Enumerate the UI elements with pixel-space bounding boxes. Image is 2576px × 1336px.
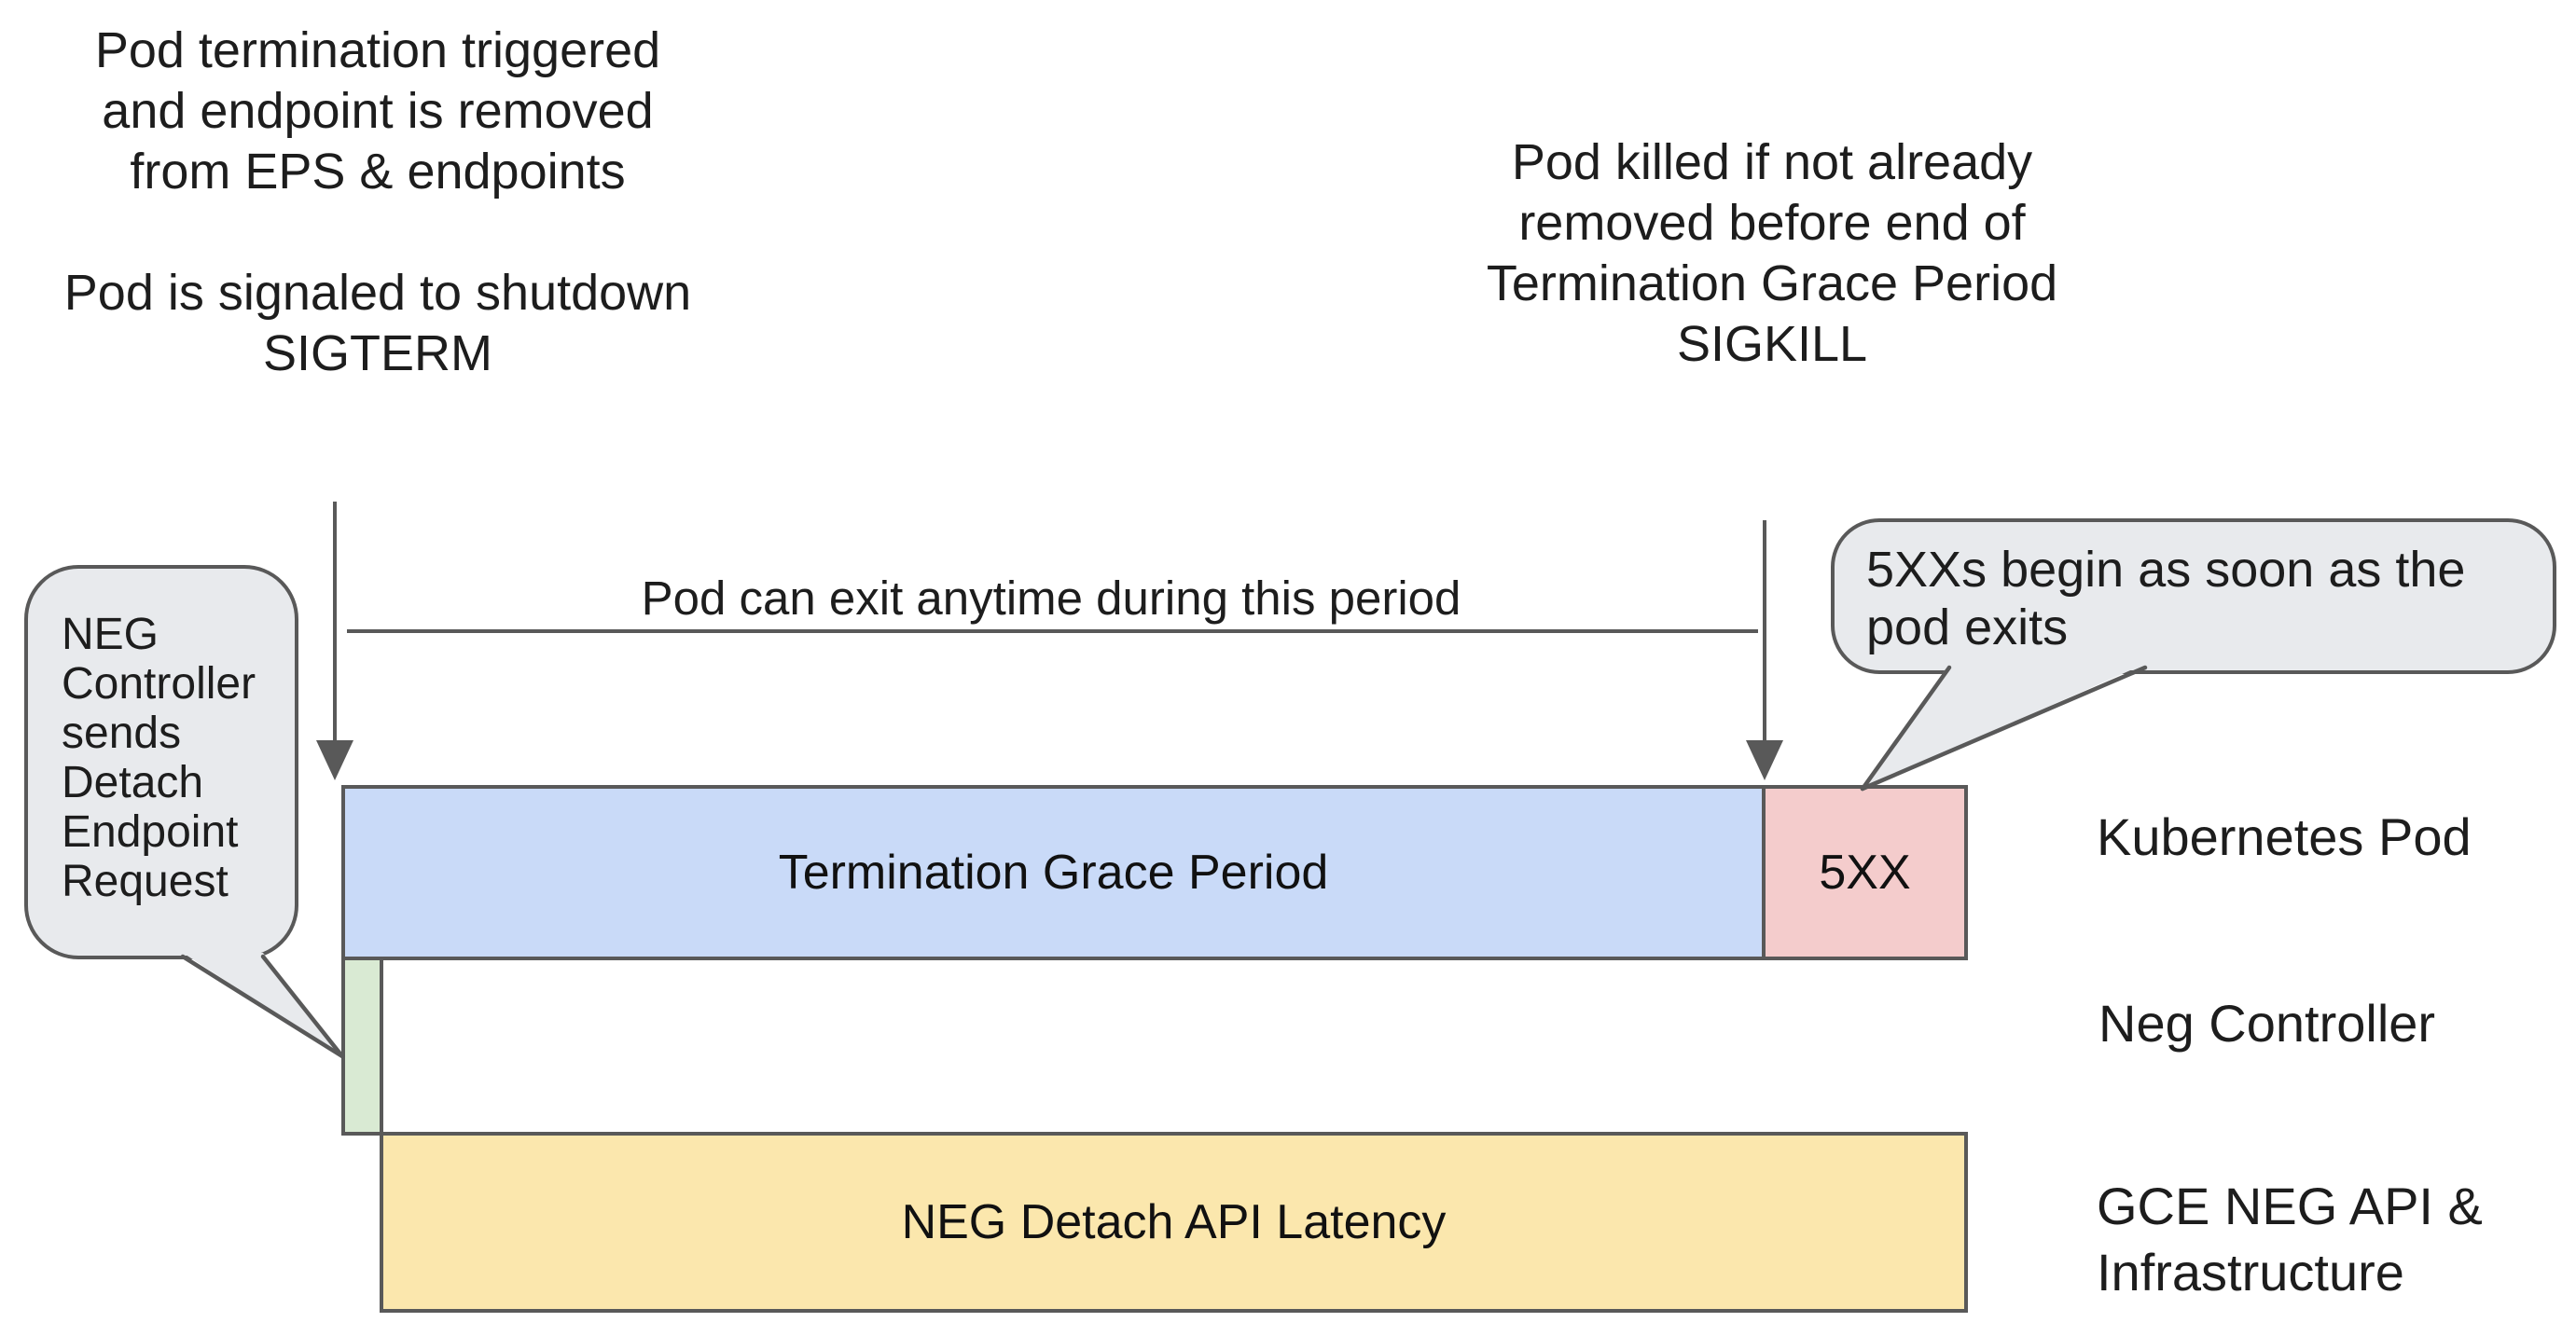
exit-span-label: Pod can exit anytime during this period [641,572,1461,625]
neg-detach-api-latency-label: NEG Detach API Latency [901,1195,1447,1249]
sigkill-note: Pod killed if not already removed before… [1486,134,2058,372]
five-xx-callout-text: 5XXs begin as soon as the pod exits [1866,542,2466,655]
neg-controller-callout-tail-edge [260,954,345,1059]
lane-label-kubernetes-pod: Kubernetes Pod [2097,807,2472,866]
sigterm-note: Pod is signaled to shutdown SIGTERM [63,265,692,381]
sigkill-arrowhead-icon [1746,740,1783,780]
five-xx-callout-tail [1863,664,2145,789]
neg-controller-callout-bubble: NEG Controller sends Detach Endpoint Req… [24,565,298,959]
neg-detach-marker-bar [341,957,383,1136]
termination-grace-period-bar: Termination Grace Period [341,785,1766,960]
five-xx-callout-tail-edge [1860,665,1952,792]
neg-detach-api-latency-bar: NEG Detach API Latency [380,1132,1968,1313]
lane-label-gce-neg-api: GCE NEG API & Infrastructure [2097,1177,2483,1302]
termination-grace-period-label: Termination Grace Period [778,846,1329,900]
neg-controller-callout-tail-edge [180,954,345,1059]
five-xx-callout-bubble: 5XXs begin as soon as the pod exits [1831,518,2556,674]
neg-controller-callout-text: NEG Controller sends Detach Endpoint Req… [62,610,256,906]
five-xx-callout-tail-edge [1860,665,2148,792]
sigterm-arrowhead-icon [316,740,353,780]
pod-termination-note: Pod termination triggered and endpoint i… [94,22,661,200]
five-xx-bar: 5XX [1762,785,1968,960]
neg-controller-callout-tail [183,953,342,1056]
lane-label-neg-controller: Neg Controller [2098,994,2436,1053]
five-xx-label: 5XX [1819,846,1911,900]
